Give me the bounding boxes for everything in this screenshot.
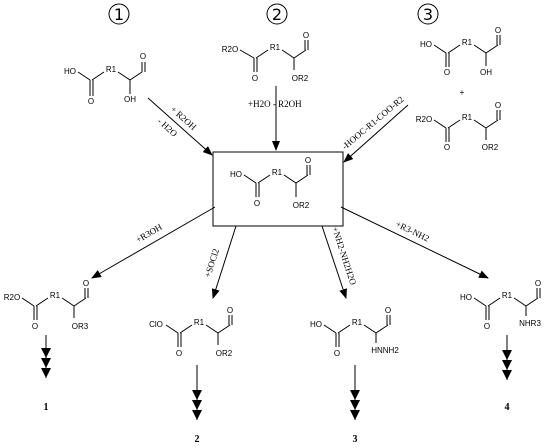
product-1-number: 1 (44, 402, 49, 413)
product-3-reagent: +NH2-NH2H2O (330, 226, 358, 287)
product-3-multistep-arrow (350, 365, 360, 420)
route-3-diacid: HO O R1 O OH (420, 26, 501, 77)
product-2-structure: ClO O R1 O OR2 (149, 306, 233, 358)
route-3-diester: R2O O R1 O OR2 (416, 101, 501, 152)
svg-text:O: O (140, 52, 146, 61)
svg-text:O: O (176, 349, 182, 358)
svg-text:R1: R1 (502, 291, 513, 300)
route-3-reagent: -HOOC-R1-COO-R2 (340, 94, 406, 151)
svg-text:1: 1 (114, 5, 124, 24)
svg-text:R2O: R2O (4, 293, 20, 302)
arrow-to-product-3 (321, 225, 347, 299)
svg-text:HO: HO (230, 170, 242, 179)
route-2-diester: R2O O R1 O OR2 (222, 31, 309, 83)
arrow-route-1 (147, 97, 213, 156)
svg-text:O: O (83, 279, 89, 288)
svg-text:R2O: R2O (222, 45, 238, 54)
svg-text:O: O (444, 68, 450, 77)
svg-text:OR2: OR2 (293, 201, 310, 210)
product-2-reagent: +SOCl2 (202, 247, 221, 278)
svg-text:O: O (495, 26, 501, 35)
product-4-structure: HO O R1 O NHR3 (460, 279, 541, 331)
plus-sign: + (460, 88, 465, 97)
svg-text:3: 3 (423, 5, 433, 24)
arrow-to-product-1 (91, 206, 216, 279)
arrow-route-3 (343, 104, 409, 163)
product-1-structure: R2O O R1 O OR3 (4, 279, 89, 331)
svg-text:R1: R1 (270, 43, 281, 52)
central-monoester: HO O R1 O OR2 (230, 156, 311, 210)
product-1-multistep-arrow (41, 335, 51, 378)
svg-text:O: O (88, 97, 94, 106)
svg-text:O: O (227, 306, 233, 315)
svg-text:R1: R1 (194, 318, 205, 327)
svg-text:R1: R1 (272, 168, 283, 177)
arrow-to-product-4 (340, 206, 489, 279)
svg-text:R2O: R2O (416, 115, 432, 124)
arrow-to-product-2 (211, 225, 237, 299)
svg-text:O: O (484, 322, 490, 331)
route-3-label: 3 (417, 3, 439, 25)
svg-text:OH: OH (124, 95, 136, 104)
svg-text:R1: R1 (462, 38, 473, 47)
svg-text:O: O (305, 156, 311, 165)
svg-text:O: O (495, 101, 501, 110)
product-4-multistep-arrow (502, 335, 512, 380)
svg-text:HO: HO (420, 40, 432, 49)
svg-text:O: O (385, 306, 391, 315)
route-1-byproduct: - H2O (156, 116, 180, 139)
svg-text:HO: HO (64, 67, 76, 76)
route-1-diacid: HO O R1 O OH (64, 52, 146, 106)
svg-text:OR2: OR2 (482, 143, 499, 152)
route-1-label: 1 (108, 3, 130, 25)
product-3-number: 3 (353, 434, 358, 445)
product-1-reagent: +R3OH (134, 222, 164, 245)
svg-text:HO: HO (460, 293, 472, 302)
svg-text:OR2: OR2 (292, 74, 309, 83)
svg-text:HNNH2: HNNH2 (371, 346, 399, 355)
svg-text:R1: R1 (50, 291, 61, 300)
svg-text:R1: R1 (462, 113, 473, 122)
svg-text:O: O (444, 143, 450, 152)
svg-text:OR2: OR2 (216, 349, 233, 358)
svg-text:O: O (32, 322, 38, 331)
route-2-conditions: +H2O - R2OH (248, 99, 302, 109)
svg-text:OH: OH (480, 68, 492, 77)
svg-text:O: O (254, 199, 260, 208)
svg-text:O: O (334, 349, 340, 358)
svg-text:NHR3: NHR3 (519, 319, 541, 328)
product-4-number: 4 (505, 402, 510, 413)
svg-text:O: O (252, 74, 258, 83)
svg-text:ClO: ClO (149, 320, 163, 329)
svg-text:OR3: OR3 (72, 322, 89, 331)
product-3-structure: HO O R1 O HNNH2 (310, 306, 399, 358)
product-2-multistep-arrow (192, 365, 202, 420)
svg-text:2: 2 (272, 5, 282, 24)
route-2-label: 2 (266, 3, 288, 25)
svg-text:O: O (303, 31, 309, 40)
svg-text:HO: HO (310, 320, 322, 329)
product-2-number: 2 (195, 434, 200, 445)
product-4-reagent: +R3-NH2 (394, 219, 431, 244)
central-intermediate-box (212, 151, 344, 227)
svg-text:R1: R1 (106, 65, 117, 74)
svg-text:O: O (535, 279, 541, 288)
svg-text:R1: R1 (352, 318, 363, 327)
